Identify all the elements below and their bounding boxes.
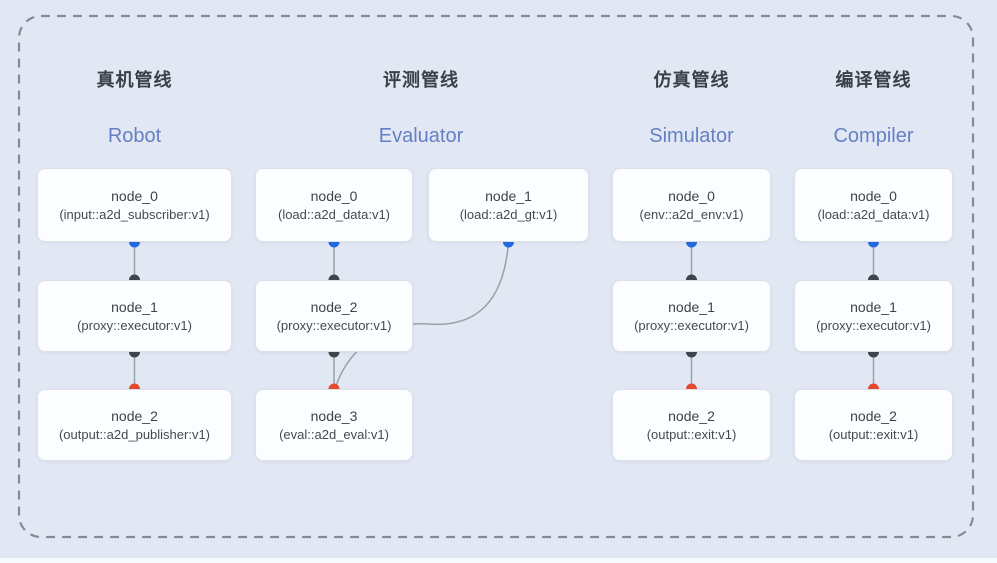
evaluator-node-1: node_1 (load::a2d_gt:v1) (428, 168, 589, 242)
evaluator-node-3: node_3 (eval::a2d_eval:v1) (255, 389, 413, 461)
node-type: (proxy::executor:v1) (276, 318, 392, 333)
bottom-fade-strip (0, 558, 997, 563)
pipeline-title-cn-compiler: 编译管线 (835, 70, 912, 90)
node-type: (load::a2d_gt:v1) (459, 207, 558, 222)
robot-node-1: node_1 (proxy::executor:v1) (37, 280, 232, 352)
node-name: node_2 (850, 408, 897, 424)
node-type: (input::a2d_subscriber:v1) (59, 207, 210, 222)
node-type: (env::a2d_env:v1) (639, 207, 744, 222)
node-name: node_1 (485, 188, 532, 204)
pipeline-title-cn-simulator: 仿真管线 (653, 70, 730, 90)
compiler-node-0: node_0 (load::a2d_data:v1) (794, 168, 953, 242)
pipeline-title-en-evaluator: Evaluator (378, 125, 464, 147)
node-type: (load::a2d_data:v1) (277, 207, 391, 222)
node-type: (proxy::executor:v1) (816, 318, 931, 333)
evaluator-node-2: node_2 (proxy::executor:v1) (255, 280, 413, 352)
evaluator-node-0: node_0 (load::a2d_data:v1) (255, 168, 413, 242)
node-name: node_2 (310, 299, 358, 315)
robot-node-2: node_2 (output::a2d_publisher:v1) (37, 389, 232, 461)
node-type: (output::exit:v1) (828, 427, 919, 442)
node-name: node_0 (111, 188, 158, 204)
node-type: (eval::a2d_eval:v1) (279, 427, 389, 442)
node-name: node_1 (850, 299, 897, 315)
compiler-node-1: node_1 (proxy::executor:v1) (794, 280, 953, 352)
pipeline-title-en-robot: Robot (107, 125, 162, 147)
node-name: node_2 (668, 408, 715, 424)
node-name: node_0 (668, 188, 715, 204)
simulator-node-0: node_0 (env::a2d_env:v1) (612, 168, 771, 242)
simulator-node-1: node_1 (proxy::executor:v1) (612, 280, 771, 352)
pipeline-title-cn-robot: 真机管线 (96, 70, 173, 90)
node-name: node_0 (850, 188, 897, 204)
node-name: node_0 (310, 188, 358, 204)
node-type: (proxy::executor:v1) (77, 318, 192, 333)
pipeline-title-en-compiler: Compiler (833, 125, 914, 147)
compiler-node-2: node_2 (output::exit:v1) (794, 389, 953, 461)
simulator-node-2: node_2 (output::exit:v1) (612, 389, 771, 461)
node-type: (output::a2d_publisher:v1) (58, 427, 211, 442)
robot-node-0: node_0 (input::a2d_subscriber:v1) (37, 168, 232, 242)
node-type: (output::exit:v1) (646, 427, 737, 442)
node-name: node_1 (668, 299, 715, 315)
pipeline-title-en-simulator: Simulator (649, 125, 734, 147)
node-type: (load::a2d_data:v1) (817, 207, 930, 222)
node-type: (proxy::executor:v1) (634, 318, 749, 333)
node-name: node_2 (111, 408, 158, 424)
pipeline-title-cn-evaluator: 评测管线 (383, 70, 459, 90)
node-name: node_3 (310, 408, 358, 424)
node-name: node_1 (111, 299, 158, 315)
